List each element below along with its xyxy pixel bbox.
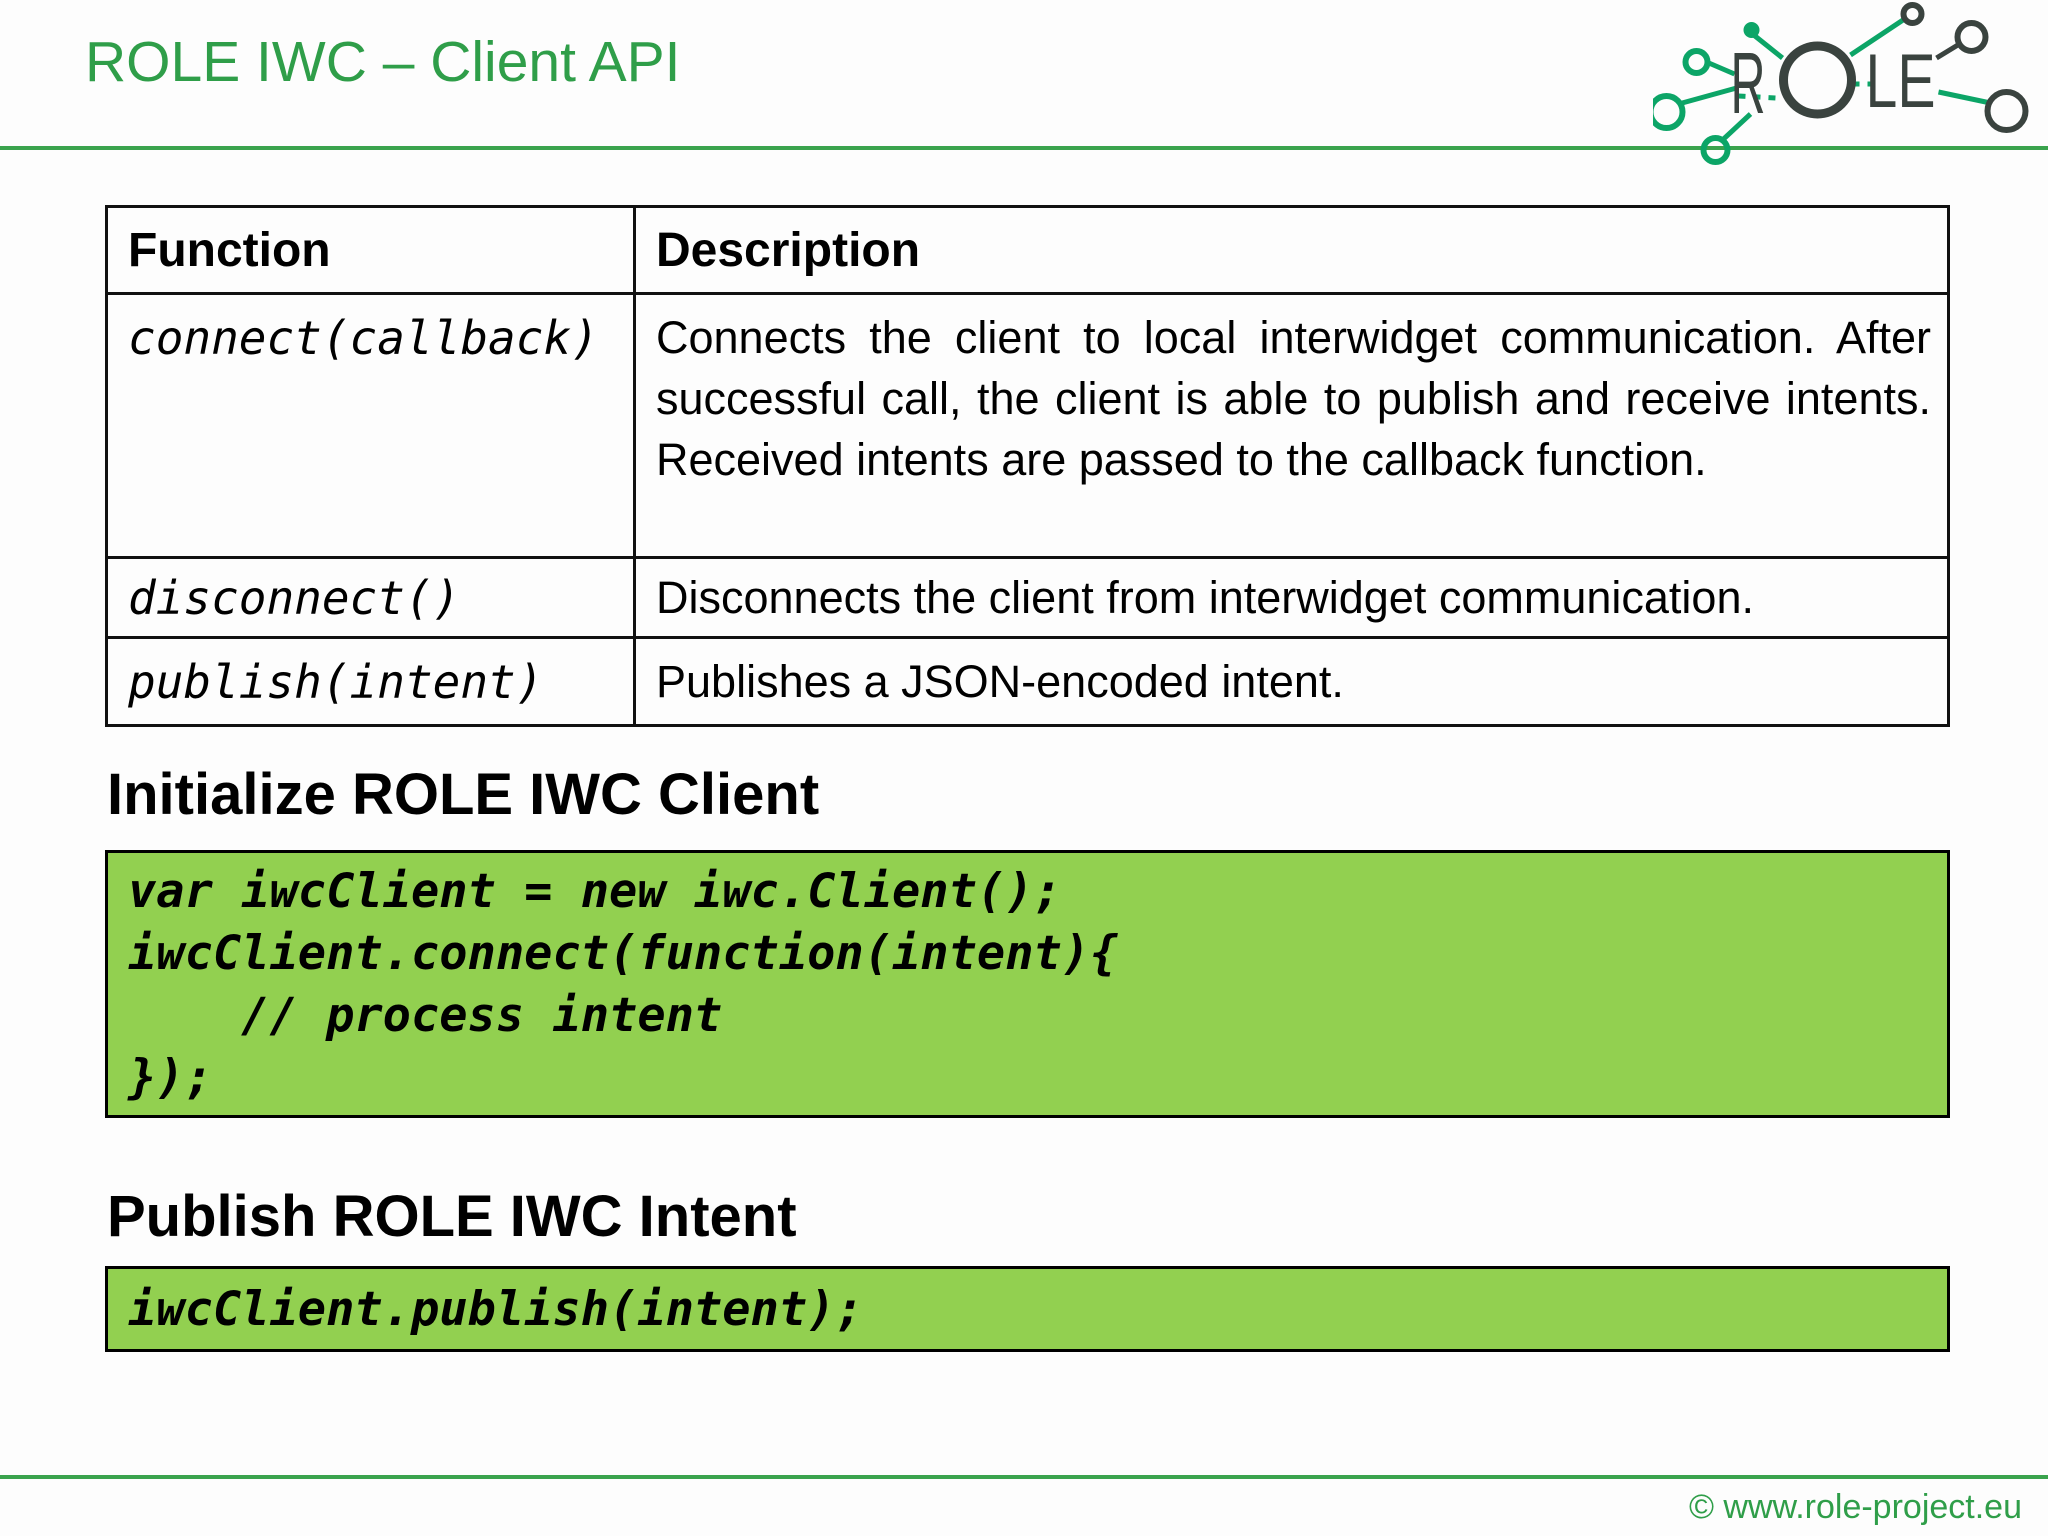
logo-dark-nodes — [1900, 2, 2029, 133]
page-title: ROLE IWC – Client API — [85, 30, 681, 94]
copyright-text: © www.role-project.eu — [1688, 1488, 2022, 1526]
section-heading-publish: Publish ROLE IWC Intent — [107, 1184, 797, 1249]
table-header-row: Function Description — [105, 205, 1950, 295]
column-header-function: Function — [105, 205, 636, 295]
logo-letters-le: LE — [1866, 39, 1936, 124]
logo-letter-o-ring — [1779, 41, 1856, 119]
function-description: Disconnects the client from interwidget … — [656, 572, 1754, 623]
function-description: Publishes a JSON-encoded intent. — [656, 656, 1344, 707]
function-name: publish(intent) — [128, 654, 544, 709]
table-row: publish(intent) Publishes a JSON-encoded… — [105, 636, 1950, 727]
logo-letter-r: R — [1731, 35, 1766, 132]
logo-green-nodes — [1653, 48, 1731, 165]
footer-divider-line — [0, 1475, 2048, 1479]
logo-green-dot — [1743, 22, 1760, 38]
code-block-publish: iwcClient.publish(intent); — [105, 1266, 1950, 1352]
api-function-table: Function Description connect(callback) C… — [105, 205, 1950, 727]
table-row: connect(callback) Connects the client to… — [105, 292, 1950, 559]
header-divider-line — [0, 146, 2048, 150]
section-heading-initialize: Initialize ROLE IWC Client — [107, 762, 820, 827]
function-name: connect(callback) — [128, 311, 599, 365]
logo-dark-link — [1935, 41, 1961, 61]
function-description: Connects the client to local interwidget… — [656, 312, 1931, 485]
logo-green-links — [1677, 16, 1992, 142]
table-row: disconnect() Disconnects the client from… — [105, 556, 1950, 639]
function-name: disconnect() — [128, 570, 461, 625]
column-header-description: Description — [633, 205, 1950, 295]
role-logo: R LE — [1653, 2, 2029, 165]
code-block-initialize: var iwcClient = new iwc.Client(); iwcCli… — [105, 850, 1950, 1118]
